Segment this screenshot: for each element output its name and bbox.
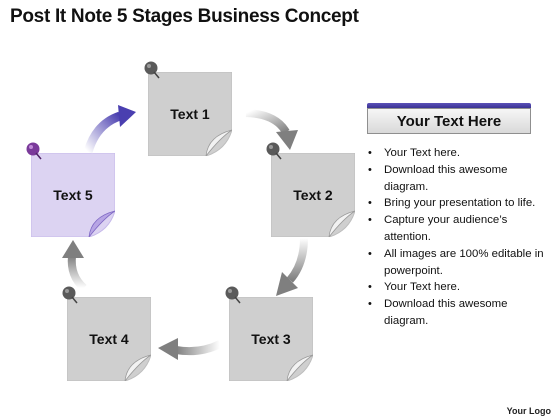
pushpin-icon bbox=[26, 142, 42, 160]
bullet-item: • All images are 100% editable in powerpo… bbox=[366, 246, 546, 280]
bullet-list: • Your Text here. • Download this awesome … bbox=[366, 145, 546, 330]
stage-2-label: Text 2 bbox=[293, 187, 333, 203]
panel-header-accent-bar bbox=[367, 103, 531, 108]
stage-4-note: Text 4 bbox=[67, 297, 151, 381]
bullet-icon: • bbox=[368, 147, 372, 159]
stage-1-label: Text 1 bbox=[170, 106, 210, 122]
panel-header: Your Text Here bbox=[367, 103, 531, 134]
bullet-icon: • bbox=[368, 197, 372, 210]
footer-logo: Your Logo bbox=[506, 406, 551, 416]
bullet-text: Your Text here. bbox=[384, 281, 460, 294]
bullet-icon: • bbox=[368, 281, 372, 294]
sticky-note-3-shape bbox=[229, 297, 313, 381]
bullet-icon: • bbox=[368, 214, 372, 227]
bullet-icon: • bbox=[368, 298, 372, 311]
pushpin-icon bbox=[144, 61, 160, 79]
bullet-icon: • bbox=[368, 247, 372, 260]
stage-1-note: Text 1 bbox=[148, 72, 232, 156]
bullet-text: Your Text here. bbox=[384, 147, 460, 159]
bullet-text: Capture your audience’s attention. bbox=[384, 214, 508, 243]
stage-5-note: Text 5 bbox=[31, 153, 115, 237]
stage-4-label: Text 4 bbox=[89, 331, 129, 347]
bullet-item: • Capture your audience’s attention. bbox=[366, 212, 546, 246]
sticky-note-4-shape bbox=[67, 297, 151, 381]
stage-2-note: Text 2 bbox=[271, 153, 355, 237]
stage-3-note: Text 3 bbox=[229, 297, 313, 381]
bullet-item: • Your Text here. bbox=[366, 279, 546, 296]
bullet-item: • Your Text here. bbox=[366, 145, 546, 162]
bullet-text: All images are 100% editable in powerpoi… bbox=[384, 247, 544, 277]
sticky-note-5-shape bbox=[31, 153, 115, 237]
sticky-note-2-shape bbox=[271, 153, 355, 237]
pushpin-icon bbox=[266, 142, 282, 160]
sticky-note-1-shape bbox=[148, 72, 232, 156]
bullet-icon: • bbox=[368, 163, 372, 176]
bullet-item: • Download this awesome diagram. bbox=[366, 296, 546, 330]
bullet-item: • Bring your presentation to life. bbox=[366, 195, 546, 212]
bullet-text: Download this awesome diagram. bbox=[384, 298, 508, 327]
panel-header-title: Your Text Here bbox=[367, 108, 531, 134]
bullet-text: Download this awesome diagram. bbox=[384, 163, 508, 193]
pushpin-icon bbox=[62, 286, 78, 304]
bullet-item: • Download this awesome diagram. bbox=[366, 162, 546, 196]
stage-3-label: Text 3 bbox=[251, 331, 291, 347]
pushpin-icon bbox=[225, 286, 241, 304]
stage-5-label: Text 5 bbox=[53, 187, 93, 203]
bullet-text: Bring your presentation to life. bbox=[384, 197, 536, 210]
page-title: Post It Note 5 Stages Business Concept bbox=[10, 6, 359, 27]
